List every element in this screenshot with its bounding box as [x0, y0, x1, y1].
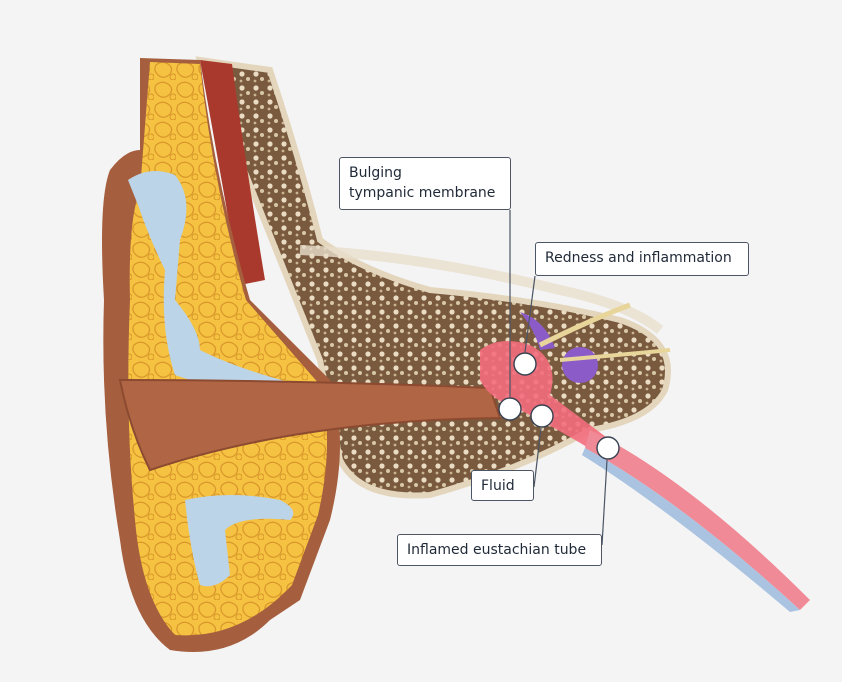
cochlea	[562, 347, 598, 383]
marker-fluid	[530, 404, 554, 428]
eustachian-tube	[585, 430, 810, 610]
label-redness-inflammation: Redness and inflammation	[535, 242, 749, 276]
marker-eustachian	[596, 436, 620, 460]
marker-redness	[513, 352, 537, 376]
label-inflamed-eustachian-tube: Inflamed eustachian tube	[397, 534, 602, 566]
label-bulging-tympanic-membrane: Bulging tympanic membrane	[339, 157, 511, 210]
muscle-band	[200, 60, 265, 285]
cartilage-lower	[185, 495, 294, 587]
inflamed-middle-ear	[480, 341, 610, 455]
label-bulging-line2: tympanic membrane	[349, 185, 496, 201]
callout-lines	[509, 210, 608, 546]
auditory-nerve	[538, 302, 631, 348]
label-fluid: Fluid	[471, 470, 534, 501]
cartilage-upper	[128, 171, 300, 393]
ear-canal	[118, 378, 502, 472]
label-bulging-line1: Bulging	[349, 165, 402, 181]
marker-tympanic	[498, 397, 522, 421]
